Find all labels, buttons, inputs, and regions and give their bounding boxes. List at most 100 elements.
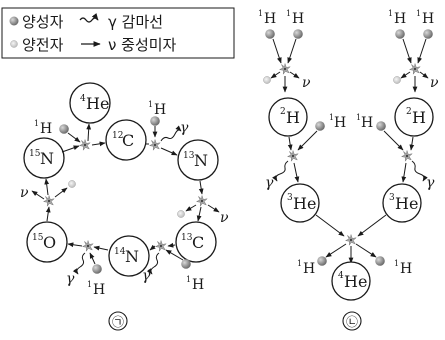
positron-legend-icon	[10, 40, 18, 48]
panel-right-label: ㉡	[346, 315, 358, 329]
h-symbol: H	[422, 11, 434, 27]
legend-gamma-label: γ 감마선	[108, 13, 163, 31]
reaction-c13-to-n14: γ 1 H	[142, 240, 204, 293]
h-symbol: H	[334, 115, 346, 131]
gamma-label: γ	[265, 175, 274, 191]
proton-icon	[376, 121, 386, 131]
h-top-left-mass: 1	[34, 119, 39, 128]
nu-label: ν	[20, 185, 29, 201]
positron-icon	[177, 210, 185, 218]
he3-symbol: He	[395, 194, 418, 213]
reaction-burst-icon	[82, 240, 94, 252]
h-symbol: H	[400, 261, 412, 277]
h-mass: 1	[394, 259, 399, 268]
h-top-left-symbol: H	[40, 121, 52, 137]
nucleus-he4: 4 He	[69, 82, 111, 124]
gamma-wave-icon	[160, 125, 182, 142]
reaction-c12-to-n13: 1 H γ	[146, 100, 189, 156]
proton-icon	[423, 29, 433, 39]
n13-symbol: N	[194, 151, 208, 170]
legend-proton-label: 양성자	[22, 13, 64, 31]
cno-cycle: 4 He 12 C 13 N 13 C 14 N 15	[20, 82, 229, 331]
nucleus-c12: 12 C	[105, 119, 147, 161]
proton-icon	[317, 256, 327, 266]
h-mass: 1	[297, 259, 302, 268]
h2-symbol: H	[286, 108, 300, 127]
he3-symbol: He	[293, 194, 316, 213]
gamma-label: γ	[180, 120, 189, 136]
nucleus-h2-right: 2 H	[394, 97, 434, 137]
c13-symbol: C	[192, 233, 204, 252]
reaction-o15-to-n15: ν	[20, 178, 76, 222]
n15-mass: 15	[29, 149, 41, 159]
h-symbol: H	[264, 11, 276, 27]
positron-icon	[68, 180, 76, 188]
positron-icon	[263, 76, 271, 84]
nu-label: ν	[220, 210, 229, 226]
nucleus-h2-left: 2 H	[268, 97, 308, 137]
n13-mass: 13	[183, 151, 195, 161]
reaction-burst-icon	[149, 139, 161, 151]
nucleus-n13: 13 N	[177, 139, 219, 181]
h-mass: 1	[356, 113, 361, 122]
h2-mass: 2	[280, 107, 286, 117]
proton-icon	[59, 124, 69, 134]
he3-mass: 3	[389, 193, 395, 203]
he4-product-mass: 4	[338, 271, 344, 281]
positron-icon	[393, 76, 401, 84]
h-symbol: H	[292, 11, 304, 27]
he4-symbol: He	[86, 94, 109, 113]
nu-label: ν	[302, 75, 311, 91]
proton-icon	[265, 29, 275, 39]
proton-icon	[181, 259, 191, 269]
proton-icon	[395, 29, 405, 39]
reaction-burst-icon	[409, 63, 421, 75]
pp-chain: 1 H 1 H ν 2 H 1 H	[258, 9, 439, 331]
h-mass: 1	[258, 9, 263, 18]
reaction-d-p-right: 1 H γ	[356, 113, 435, 191]
panel-left-label: ㉠	[112, 315, 124, 329]
nucleus-o15: 15 O	[26, 221, 68, 263]
h-mass: 1	[329, 113, 334, 122]
h-bottom-mid-mass: 1	[87, 280, 92, 289]
h-mass: 1	[286, 9, 291, 18]
reaction-burst-icon	[155, 240, 167, 252]
gamma-wave-icon	[411, 160, 428, 182]
gamma-wave-legend-icon	[79, 13, 99, 23]
proton-icon	[150, 116, 160, 126]
reaction-n15-to-c12: 1 H	[34, 119, 106, 153]
c12-mass: 12	[112, 131, 123, 141]
h-symbol: H	[303, 261, 315, 277]
reaction-he3-he3: 1 H 1 H	[297, 214, 412, 277]
reaction-n14-to-o15: γ 1 H	[66, 240, 109, 298]
h-bottom-right-symbol: H	[192, 277, 204, 293]
legend-neutrino-label: ν 중성미자	[108, 36, 177, 54]
n14-symbol: N	[125, 247, 139, 266]
panel-right-label-circle	[342, 311, 362, 331]
legend-box	[1, 7, 235, 59]
n15-symbol: N	[40, 149, 54, 168]
nu-label: ν	[430, 75, 439, 91]
reaction-burst-icon	[43, 195, 55, 207]
proton-icon	[92, 264, 102, 274]
he3-mass: 3	[287, 193, 293, 203]
reaction-burst-icon	[79, 139, 91, 151]
proton-icon	[375, 256, 385, 266]
reaction-pp-right: 1 H 1 H ν	[388, 9, 439, 93]
gamma-label: γ	[66, 271, 75, 287]
h-mass: 1	[416, 9, 421, 18]
h-symbol: H	[361, 115, 373, 131]
proton-legend-icon	[9, 16, 19, 26]
gamma-label: γ	[426, 175, 435, 191]
reaction-n13-to-c13: ν	[177, 180, 229, 226]
reaction-pp-left: 1 H 1 H ν	[258, 9, 311, 93]
reaction-burst-icon	[196, 195, 208, 207]
h-mass: 1	[388, 9, 393, 18]
nucleus-he4-product: 4 He	[331, 261, 371, 301]
h-top-right-mass: 1	[148, 100, 153, 109]
h-bottom-right-mass: 1	[186, 275, 191, 284]
n14-mass: 14	[114, 247, 126, 257]
nucleus-he3-right: 3 He	[382, 183, 422, 223]
reaction-d-p-left: 1 H γ	[265, 113, 346, 191]
